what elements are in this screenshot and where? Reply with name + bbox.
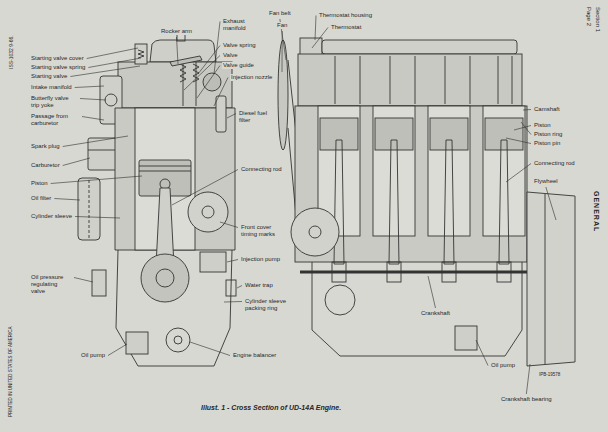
leader-line: [177, 37, 178, 64]
callout-label: Rocker arm: [160, 28, 193, 35]
leader-line: [63, 158, 90, 166]
callout-label: Fan: [276, 22, 288, 29]
leader-line: [521, 122, 531, 135]
callout-label: Cylinder sleeve packing ring: [244, 298, 292, 312]
callout-label: Crankshaft bearing: [500, 396, 553, 403]
callout-label: Spark plug: [30, 143, 61, 150]
callout-label: Passage from carburetor: [30, 113, 80, 127]
leader-line: [514, 126, 531, 131]
callout-label: Injection pump: [240, 256, 281, 263]
callout-label: Engine balancer: [232, 352, 277, 359]
callout-label: Intake manifold: [30, 84, 73, 91]
leader-line: [214, 22, 220, 75]
callout-label: Piston pin: [533, 140, 561, 147]
callout-label: Butterfly valve trip yoke: [30, 95, 78, 109]
callout-label: Thermostat: [330, 24, 362, 31]
callout-label: Exhaust manifold: [222, 18, 258, 32]
callout-label: Diesel fuel filter: [238, 110, 274, 124]
leader-line: [75, 86, 104, 88]
callout-label: Injection nozzle: [230, 74, 273, 81]
callout-label: Thermostat housing: [318, 12, 373, 19]
callout-label: Front cover timing marks: [240, 224, 282, 238]
leader-line: [224, 301, 242, 303]
margin-text: PRINTED IN UNITED STATES OF AMERICA: [8, 325, 14, 418]
leader-line: [506, 138, 531, 144]
leader-line: [108, 344, 127, 356]
leader-line: [80, 99, 106, 101]
leader-line: [237, 286, 242, 289]
callout-label: Valve: [222, 52, 239, 59]
callout-label: Oil pump: [80, 352, 106, 359]
leader-line: [172, 170, 238, 206]
margin-text: Section 1: [594, 6, 601, 33]
leader-line: [190, 342, 230, 356]
callout-label: Oil pump: [490, 362, 516, 369]
leader-line: [282, 31, 283, 72]
leader-line: [523, 109, 531, 111]
callout-label: Water trap: [244, 282, 274, 289]
callout-label: IPB-19578: [538, 372, 561, 378]
callout-label: Valve guide: [222, 62, 255, 69]
leader-line: [506, 164, 531, 183]
callout-label: Camshaft: [533, 106, 561, 113]
leader-line: [546, 187, 556, 220]
callout-label: Piston: [30, 180, 49, 187]
margin-text: Page 2: [585, 6, 592, 27]
leader-line: [220, 222, 238, 228]
callout-label: Carburetor: [30, 162, 61, 169]
callout-label: Starting valve cover: [30, 55, 85, 62]
leader-line: [476, 340, 488, 366]
leader-line: [54, 199, 80, 201]
leader-line: [526, 364, 530, 394]
leader-line: [88, 58, 141, 68]
callout-label: Cylinder sleeve: [30, 213, 73, 220]
margin-text: GENERAL: [592, 190, 600, 233]
leader-line: [74, 278, 93, 283]
callout-label: Oil pressure regulating valve: [30, 274, 72, 295]
margin-text: ISS-1032 9-66.: [8, 34, 14, 70]
leader-line: [51, 176, 142, 184]
leader-line: [315, 16, 316, 41]
callout-label: Flywheel: [533, 178, 559, 185]
callout-label: Starting valve: [30, 73, 68, 80]
leader-line: [82, 117, 104, 121]
callout-label: Starting valve spring: [30, 64, 86, 71]
leader-line: [227, 260, 238, 263]
callout-label: Fan belt: [268, 10, 292, 17]
callout-label: Piston: [533, 122, 552, 129]
leader-line: [87, 48, 138, 59]
callout-label: Piston ring: [533, 131, 563, 138]
leader-line: [227, 114, 236, 119]
callout-label: Oil filter: [30, 195, 52, 202]
leader-line: [428, 276, 436, 308]
callout-label: Valve spring: [222, 42, 257, 49]
figure-caption: Illust. 1 - Cross Section of UD-14A Engi…: [200, 404, 342, 412]
leader-line: [214, 78, 228, 107]
leader-line: [63, 136, 128, 147]
leader-line: [312, 28, 328, 49]
callout-label: Connecting rod: [533, 160, 576, 167]
leader-line: [75, 217, 120, 219]
leader-line: [197, 66, 220, 99]
callout-label: Connecting rod: [240, 166, 283, 173]
callout-label: Crankshaft: [420, 310, 451, 317]
